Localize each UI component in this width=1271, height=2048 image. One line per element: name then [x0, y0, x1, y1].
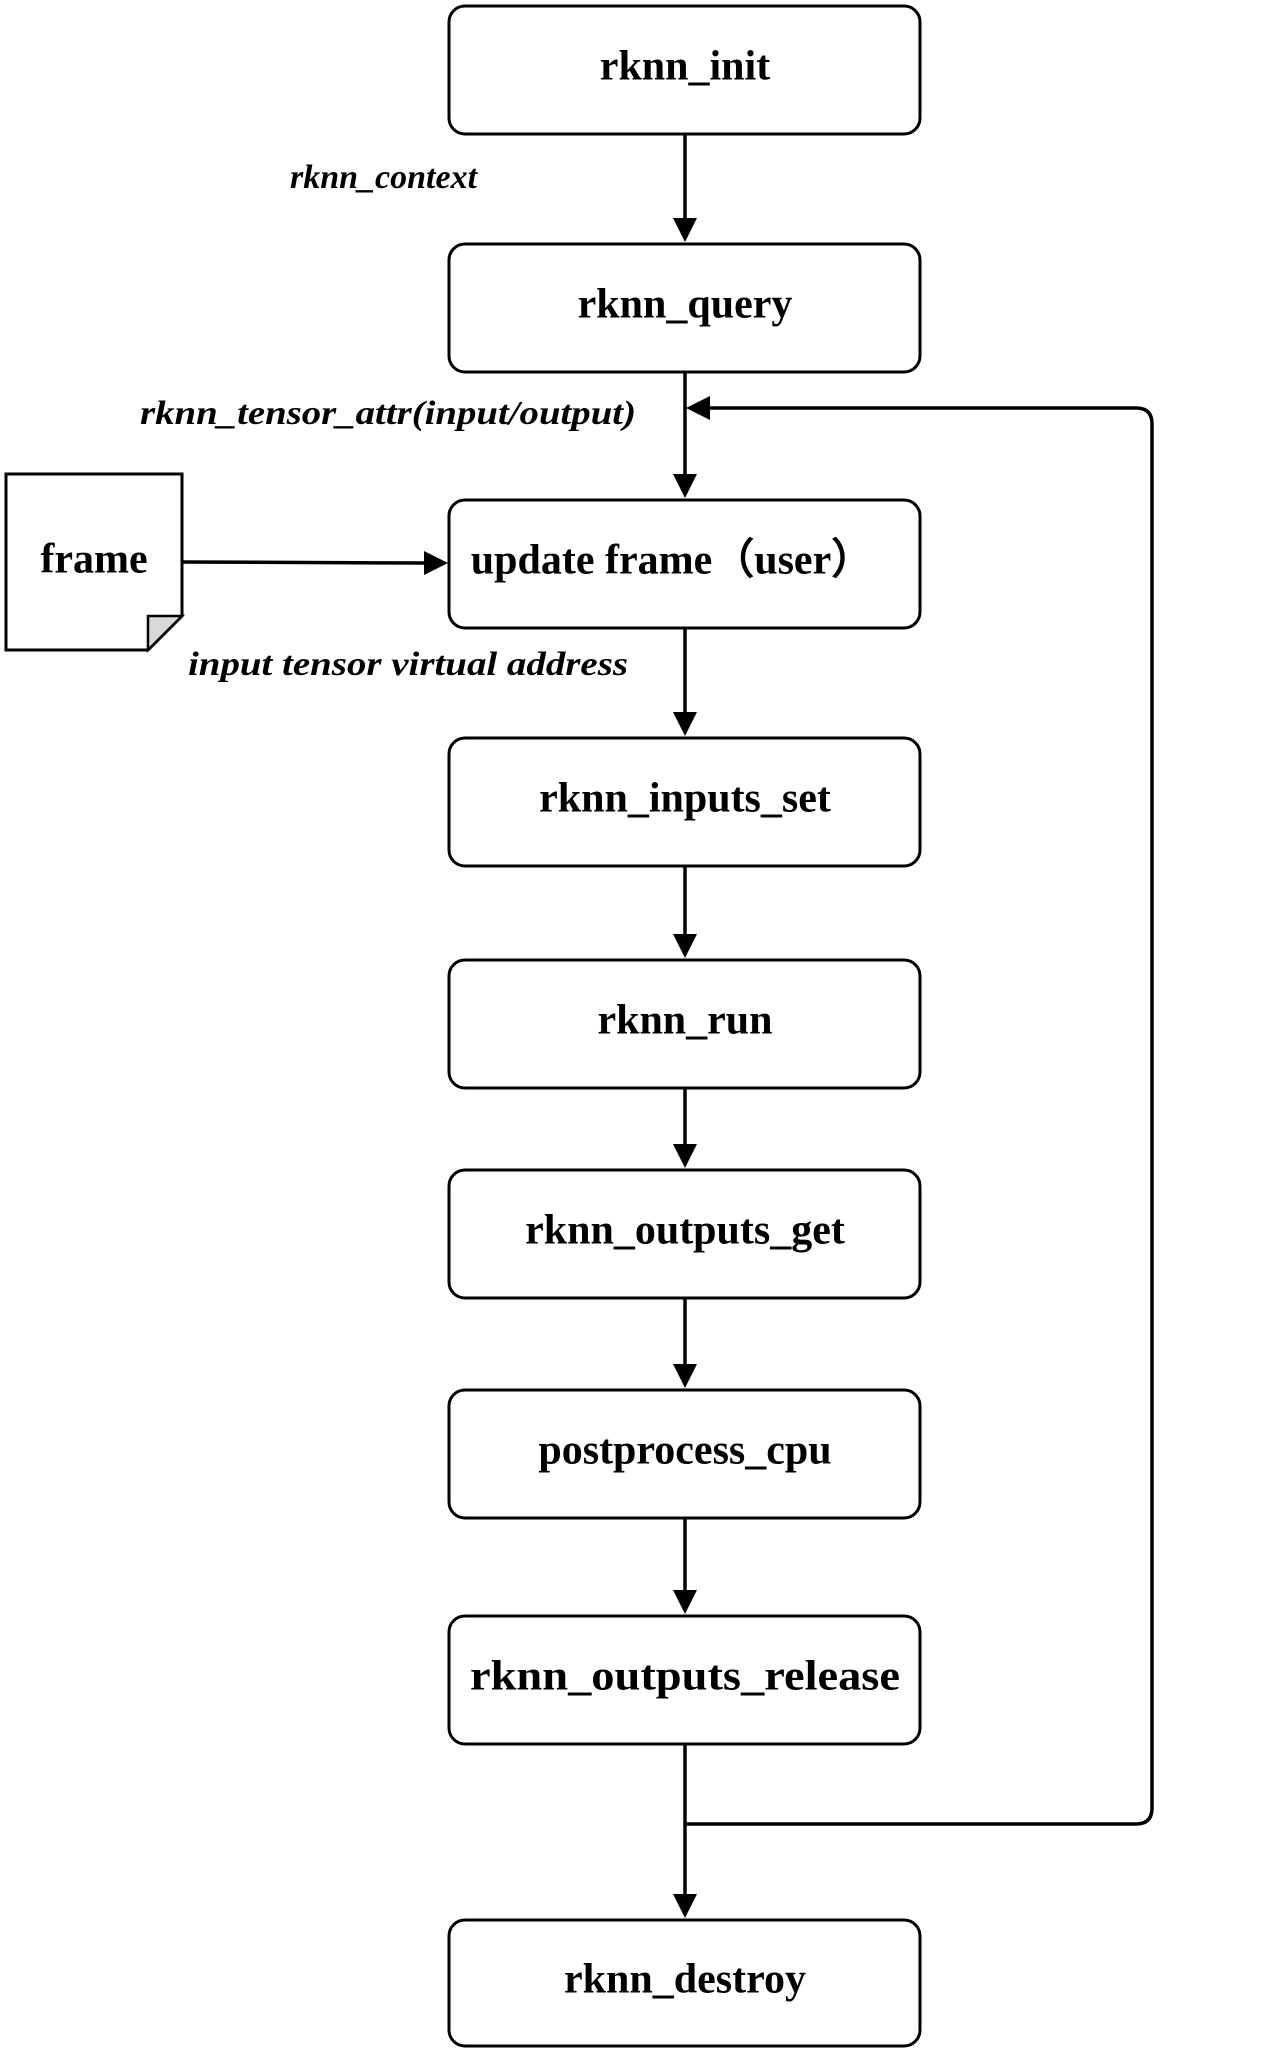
- node-rknn-query: [447, 242, 922, 374]
- label-rknn-destroy: rknn_destroy: [564, 1957, 806, 2003]
- arrowhead-query: [673, 218, 697, 242]
- frame-document: frame: [4, 472, 186, 654]
- edge-label-virtual-address: input tensor virtual address: [188, 646, 628, 683]
- arrowhead-update: [673, 474, 697, 498]
- arrowhead-frame-input: [424, 551, 448, 575]
- label-rknn-run: rknn_run: [597, 998, 772, 1044]
- edge-label-tensor-attr: rknn_tensor_attr(input/output): [140, 395, 636, 432]
- arrow-frame-to-update: [182, 560, 425, 565]
- edge-label-rknn-context: rknn_context: [290, 159, 479, 196]
- frame-document-fold: [146, 614, 186, 654]
- arrowhead-destroy: [673, 1894, 697, 1918]
- frame-document-label: frame: [40, 537, 147, 583]
- label-rknn-outputs-get: rknn_outputs_get: [525, 1208, 845, 1254]
- connectors: [182, 134, 1154, 1918]
- node-postprocess-cpu: [447, 1388, 922, 1520]
- process-boxes: [447, 4, 922, 2048]
- label-rknn-outputs-release: rknn_outputs_release: [470, 1654, 900, 1700]
- node-rknn-init: [447, 4, 922, 136]
- arrowhead-inputs-set: [673, 712, 697, 736]
- node-rknn-outputs-release: [447, 1614, 922, 1746]
- arrowhead-postprocess: [673, 1364, 697, 1388]
- label-update-frame: update frame（user）: [471, 537, 873, 584]
- node-rknn-run: [447, 958, 922, 1090]
- node-rknn-inputs-set: [447, 736, 922, 868]
- arrowhead-outputs-get: [673, 1144, 697, 1168]
- node-labels: rknn_init rknn_query update frame（user） …: [470, 44, 900, 2003]
- arrowhead-loop-back: [686, 396, 710, 420]
- loop-back-connector: [685, 406, 1154, 1826]
- node-rknn-outputs-get: [447, 1168, 922, 1300]
- label-rknn-init: rknn_init: [600, 44, 770, 90]
- label-rknn-inputs-set: rknn_inputs_set: [539, 776, 831, 822]
- label-rknn-query: rknn_query: [578, 282, 793, 328]
- node-rknn-destroy: [447, 1918, 922, 2048]
- node-update-frame: [447, 498, 922, 630]
- label-postprocess-cpu: postprocess_cpu: [538, 1428, 831, 1474]
- edge-labels: rknn_context rknn_tensor_attr(input/outp…: [140, 159, 636, 683]
- arrowhead-run: [673, 934, 697, 958]
- arrowhead-outputs-release: [673, 1590, 697, 1614]
